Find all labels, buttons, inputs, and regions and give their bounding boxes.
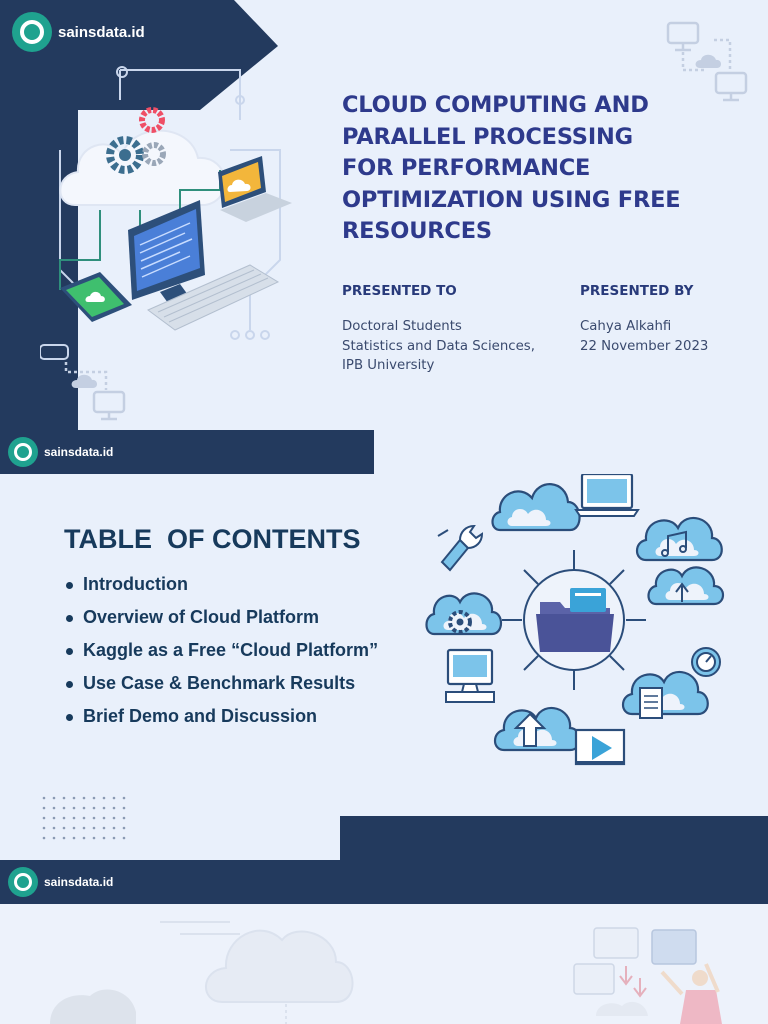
title-line: CLOUD COMPUTING AND (342, 92, 649, 118)
presentation-title: CLOUD COMPUTING AND PARALLEL PROCESSING … (342, 90, 742, 248)
brand-logo-footer: sainsdata.id (8, 437, 113, 467)
title-line: PARALLEL PROCESSING (342, 123, 633, 150)
toc-item: Brief Demo and Discussion (64, 706, 378, 739)
toc-item: Use Case & Benchmark Results (64, 673, 378, 706)
laptop-icon (574, 474, 640, 517)
presented-to-section: PRESENTED TO Doctoral Students Statistic… (342, 283, 535, 376)
folder-icon (573, 927, 722, 1024)
toc-list: Introduction Overview of Cloud Platform … (64, 574, 378, 739)
presented-to-line: Statistics and Data Sciences, (342, 338, 535, 354)
brand-name: sainsdata.id (44, 445, 114, 459)
bullet-icon (66, 714, 73, 721)
footer-strip: sainsdata.id (0, 860, 768, 904)
brand-mark-icon (8, 437, 38, 467)
monitor-icon (445, 648, 495, 703)
cloud-hub-illustration (425, 474, 725, 766)
brand-logo-top: sainsdata.id (12, 12, 145, 52)
toc-item: Introduction (64, 574, 378, 607)
presentation-date: 22 November 2023 (580, 338, 709, 354)
presented-to-heading: PRESENTED TO (342, 283, 457, 299)
brand-name: sainsdata.id (58, 23, 145, 41)
navy-band (340, 816, 768, 860)
title-line: RESOURCES (342, 218, 492, 245)
presented-to-line: IPB University (342, 358, 435, 373)
title-line: FOR PERFORMANCE (342, 155, 591, 182)
cloud-icon (50, 989, 136, 1024)
presented-by-section: PRESENTED BY Cahya Alkahfi 22 November 2… (580, 283, 708, 356)
brand-mark-icon (12, 12, 52, 52)
bullet-icon (66, 681, 73, 688)
toc-item: Overview of Cloud Platform (64, 607, 378, 640)
bullet-icon (66, 582, 73, 589)
bullet-icon (66, 615, 73, 622)
video-icon (574, 728, 626, 766)
brand-name: sainsdata.id (44, 875, 114, 889)
title-line: OPTIMIZATION USING FREE (342, 186, 681, 213)
gauge-icon (691, 647, 721, 677)
bullet-icon (66, 648, 73, 655)
folder-icon (536, 588, 614, 652)
cloud-icon (160, 921, 354, 1024)
presenter-name: Cahya Alkahfi (580, 319, 672, 334)
presented-to-line: Doctoral Students (342, 319, 462, 334)
dot-grid-decoration (42, 796, 126, 840)
presented-by-heading: PRESENTED BY (580, 283, 694, 299)
footer-strip: sainsdata.id (0, 430, 374, 474)
toc-title: TABLE OF CONTENTS (64, 524, 361, 554)
brand-mark-icon (8, 867, 38, 897)
toc-item: Kaggle as a Free “Cloud Platform” (64, 640, 378, 673)
cloud-network-icon (64, 362, 126, 421)
brand-logo-footer: sainsdata.id (8, 867, 113, 897)
cover-slide: sainsdata.id (0, 0, 768, 474)
wrench-icon (437, 524, 484, 572)
next-slide-preview (0, 904, 768, 1024)
cloud-network-icon (666, 21, 748, 102)
cloud-network-icon (40, 66, 292, 360)
toc-slide: TABLE OF CONTENTS Introduction Overview … (0, 474, 768, 904)
